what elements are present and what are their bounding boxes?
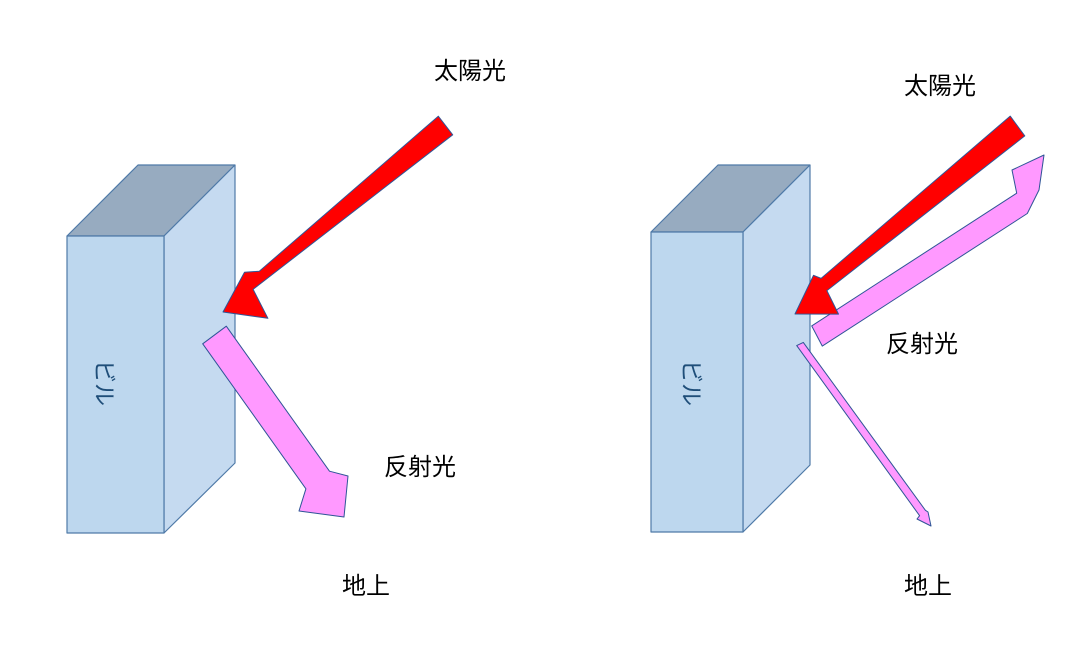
right-building-label: ビル bbox=[678, 360, 704, 406]
right-sunlight-arrow-icon bbox=[794, 115, 1026, 315]
left-building-label: ビル bbox=[91, 360, 117, 406]
left-building-front bbox=[66, 235, 165, 534]
right-ground-label: 地上 bbox=[904, 572, 952, 600]
left-building: ビル bbox=[66, 164, 236, 534]
right-building-front bbox=[650, 231, 744, 533]
right-diagram: ビル 太陽光 反射光 地上 bbox=[650, 72, 1045, 600]
left-ground-label: 地上 bbox=[342, 572, 390, 600]
right-sunlight-label: 太陽光 bbox=[904, 72, 976, 100]
right-reflected-arrow-down-icon bbox=[796, 341, 932, 527]
right-building: ビル bbox=[650, 164, 811, 533]
left-diagram: ビル 太陽光 反射光 地上 bbox=[66, 57, 506, 600]
left-sunlight-arrow-icon bbox=[222, 115, 454, 319]
left-reflected-label: 反射光 bbox=[384, 453, 456, 481]
right-reflected-label: 反射光 bbox=[886, 330, 958, 358]
left-reflected-arrow-icon bbox=[202, 325, 349, 518]
right-reflected-arrow-up-icon bbox=[811, 154, 1045, 347]
left-sunlight-label: 太陽光 bbox=[434, 57, 506, 85]
